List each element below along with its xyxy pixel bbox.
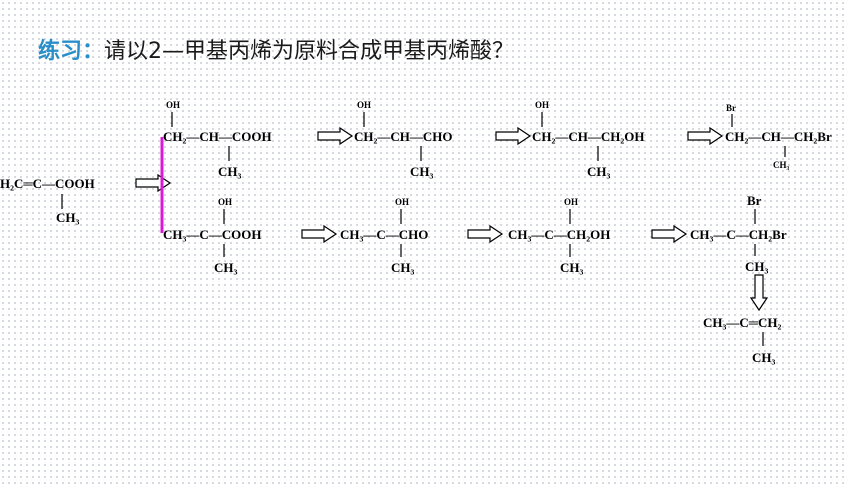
molecule-top4: Br CH₂—CH—CH₂Br CH₃ [725,103,832,170]
start-below: CH₃ [56,210,80,225]
top2-above: OH [357,100,371,110]
molecule-top1: OH CH₂—CH—COOH CH₃ [163,100,272,179]
arrow-top-3 [687,127,723,145]
arrow-top-2 [495,127,531,145]
top3-below: CH₃ [587,164,611,179]
arrow-down [749,274,769,312]
molecule-bot1: OH CH₃—C—COOH CH₃ [163,197,262,275]
molecule-top2: OH CH₂—CH—CHO CH₃ [354,100,453,179]
molecule-top3: OH CH₂—CH—CH₂OH CH₃ [532,100,645,179]
bot1-below: CH₃ [214,260,238,275]
title-question: 请以2—甲基丙烯为原料合成甲基丙烯酸？ [104,39,515,64]
bot4-below: CH₃ [745,259,769,274]
top2-main: CH₂—CH—CHO [354,129,453,144]
molecule-final: CH₃—C═CH₂ CH₃ [703,315,781,365]
bot1-above: OH [218,197,232,207]
top4-above: Br [726,103,736,113]
bot2-main: CH₃—C—CHO [340,227,428,242]
arrow-bot-1 [301,225,337,243]
arrow-bot-3 [651,225,687,243]
arrow-bot-2 [467,225,503,243]
start-main: H₂C═C—COOH [0,176,95,191]
molecule-bot4: Br CH₃—C—CH₂Br CH₃ [690,193,787,274]
bot1-main: CH₃—C—COOH [163,227,262,242]
final-below: CH₃ [752,350,776,365]
slide-edge [846,0,860,484]
molecule-bot3: OH CH₃—C—CH₂OH CH₃ [508,197,610,275]
top2-below: CH₃ [410,164,434,179]
top3-main: CH₂—CH—CH₂OH [532,129,645,144]
molecule-bot2: OH CH₃—C—CHO CH₃ [340,197,428,275]
top1-main: CH₂—CH—COOH [163,129,272,144]
bot2-above: OH [395,197,409,207]
bot4-above: Br [747,193,762,208]
molecule-start: H₂C═C—COOH CH₃ [0,176,95,225]
bot3-below: CH₃ [560,260,584,275]
arrow-top-1 [317,127,353,145]
top1-above: OH [166,100,180,110]
bot3-main: CH₃—C—CH₂OH [508,227,610,242]
title-lead: 练习： [38,39,105,64]
bot3-above: OH [564,197,578,207]
bot2-below: CH₃ [391,260,415,275]
top1-below: CH₃ [218,164,242,179]
final-main: CH₃—C═CH₂ [703,315,781,330]
slide-title: 练习：请以2—甲基丙烯为原料合成甲基丙烯酸？ [38,33,514,65]
top4-below: CH₃ [773,160,790,170]
top4-main: CH₂—CH—CH₂Br [725,129,832,144]
bot4-main: CH₃—C—CH₂Br [690,227,787,242]
top3-above: OH [535,100,549,110]
arrow-start [135,174,171,192]
